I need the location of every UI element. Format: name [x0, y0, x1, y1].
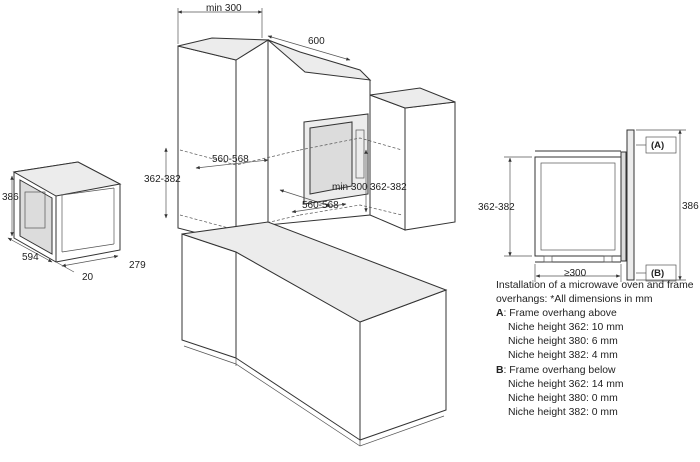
overhang-b-title: : Frame overhang below [503, 364, 616, 376]
marker-b: B [496, 364, 504, 376]
niche-width-upper-label: 560-568 [212, 154, 249, 165]
small-depth-label: 279 [129, 260, 146, 271]
side-depth-label: ≥300 [564, 268, 587, 279]
cabinet-installation-view [164, 8, 456, 447]
notes-intro: Installation of a microwave oven and fra… [496, 280, 694, 306]
small-width-label: 594 [22, 252, 39, 263]
installation-notes: Installation of a microwave oven and fra… [496, 279, 700, 420]
overhang-a-item: Niche height 362: 10 mm [508, 322, 624, 334]
side-overall-height-label: 386 [682, 201, 699, 212]
niche-width-lower-label: 560-568 [302, 200, 339, 211]
overhang-a-item: Niche height 380: 6 mm [508, 336, 618, 348]
niche-height-right-label: 362-382 [370, 182, 407, 193]
min-depth-label: min 300 [332, 182, 368, 193]
small-frame-label: 20 [82, 272, 94, 283]
label-a: (A) [651, 140, 664, 151]
min-height-label: min 300 [206, 3, 242, 14]
overhang-a-heading: A: Frame overhang above [496, 307, 700, 321]
overhang-b-item: Niche height 382: 0 mm [508, 406, 618, 418]
small-height-label: 386 [2, 192, 19, 203]
overhang-b-item: Niche height 362: 14 mm [508, 378, 624, 390]
marker-a: A [496, 308, 504, 320]
overhang-a-item: Niche height 382: 4 mm [508, 350, 618, 362]
niche-height-left-label: 362-382 [144, 174, 181, 185]
overhang-b-heading: B: Frame overhang below [496, 364, 700, 378]
overhang-b-item: Niche height 380: 0 mm [508, 392, 618, 404]
overhang-a-title: : Frame overhang above [503, 308, 617, 320]
label-b: (B) [651, 268, 664, 279]
microwave-small-view [7, 161, 122, 273]
side-section-view [504, 129, 686, 282]
cabinet-width-label: 600 [308, 36, 325, 47]
side-niche-height-label: 362-382 [478, 202, 515, 213]
